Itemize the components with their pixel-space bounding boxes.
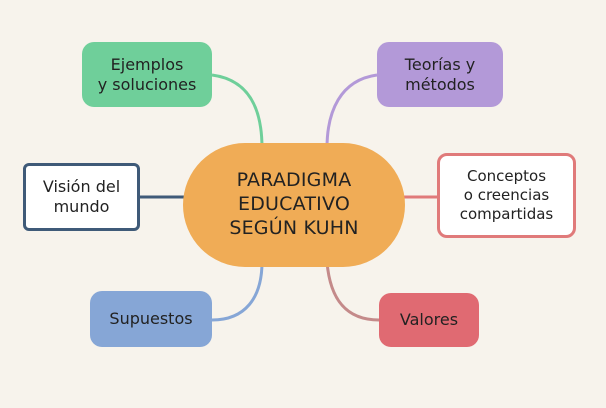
branch-valores-node: Valores bbox=[379, 293, 479, 347]
branch-valores-label: Valores bbox=[399, 310, 459, 329]
branch-ejemplos-label: Ejemplos y soluciones bbox=[97, 54, 197, 94]
branch-vision-label: Visión del mundo bbox=[42, 177, 121, 216]
central-topic-label: PARADIGMA EDUCATIVO SEGÚN KUHN bbox=[229, 169, 359, 239]
branch-conceptos-node: Conceptos o creencias compartidas bbox=[437, 153, 576, 238]
branch-supuestos-node: Supuestos bbox=[90, 291, 212, 347]
connector-teorias bbox=[325, 73, 378, 149]
branch-ejemplos-node: Ejemplos y soluciones bbox=[82, 42, 212, 107]
branch-vision-node: Visión del mundo bbox=[23, 163, 140, 231]
connector-valores bbox=[325, 261, 380, 322]
branch-teorias-node: Teorías y métodos bbox=[377, 42, 503, 107]
branch-teorias-label: Teorías y métodos bbox=[404, 54, 476, 94]
connector-supuestos bbox=[211, 261, 264, 322]
branch-conceptos-label: Conceptos o creencias compartidas bbox=[459, 167, 554, 223]
connector-ejemplos bbox=[211, 73, 264, 149]
branch-supuestos-label: Supuestos bbox=[109, 309, 193, 328]
central-topic-node: PARADIGMA EDUCATIVO SEGÚN KUHN bbox=[183, 143, 405, 267]
